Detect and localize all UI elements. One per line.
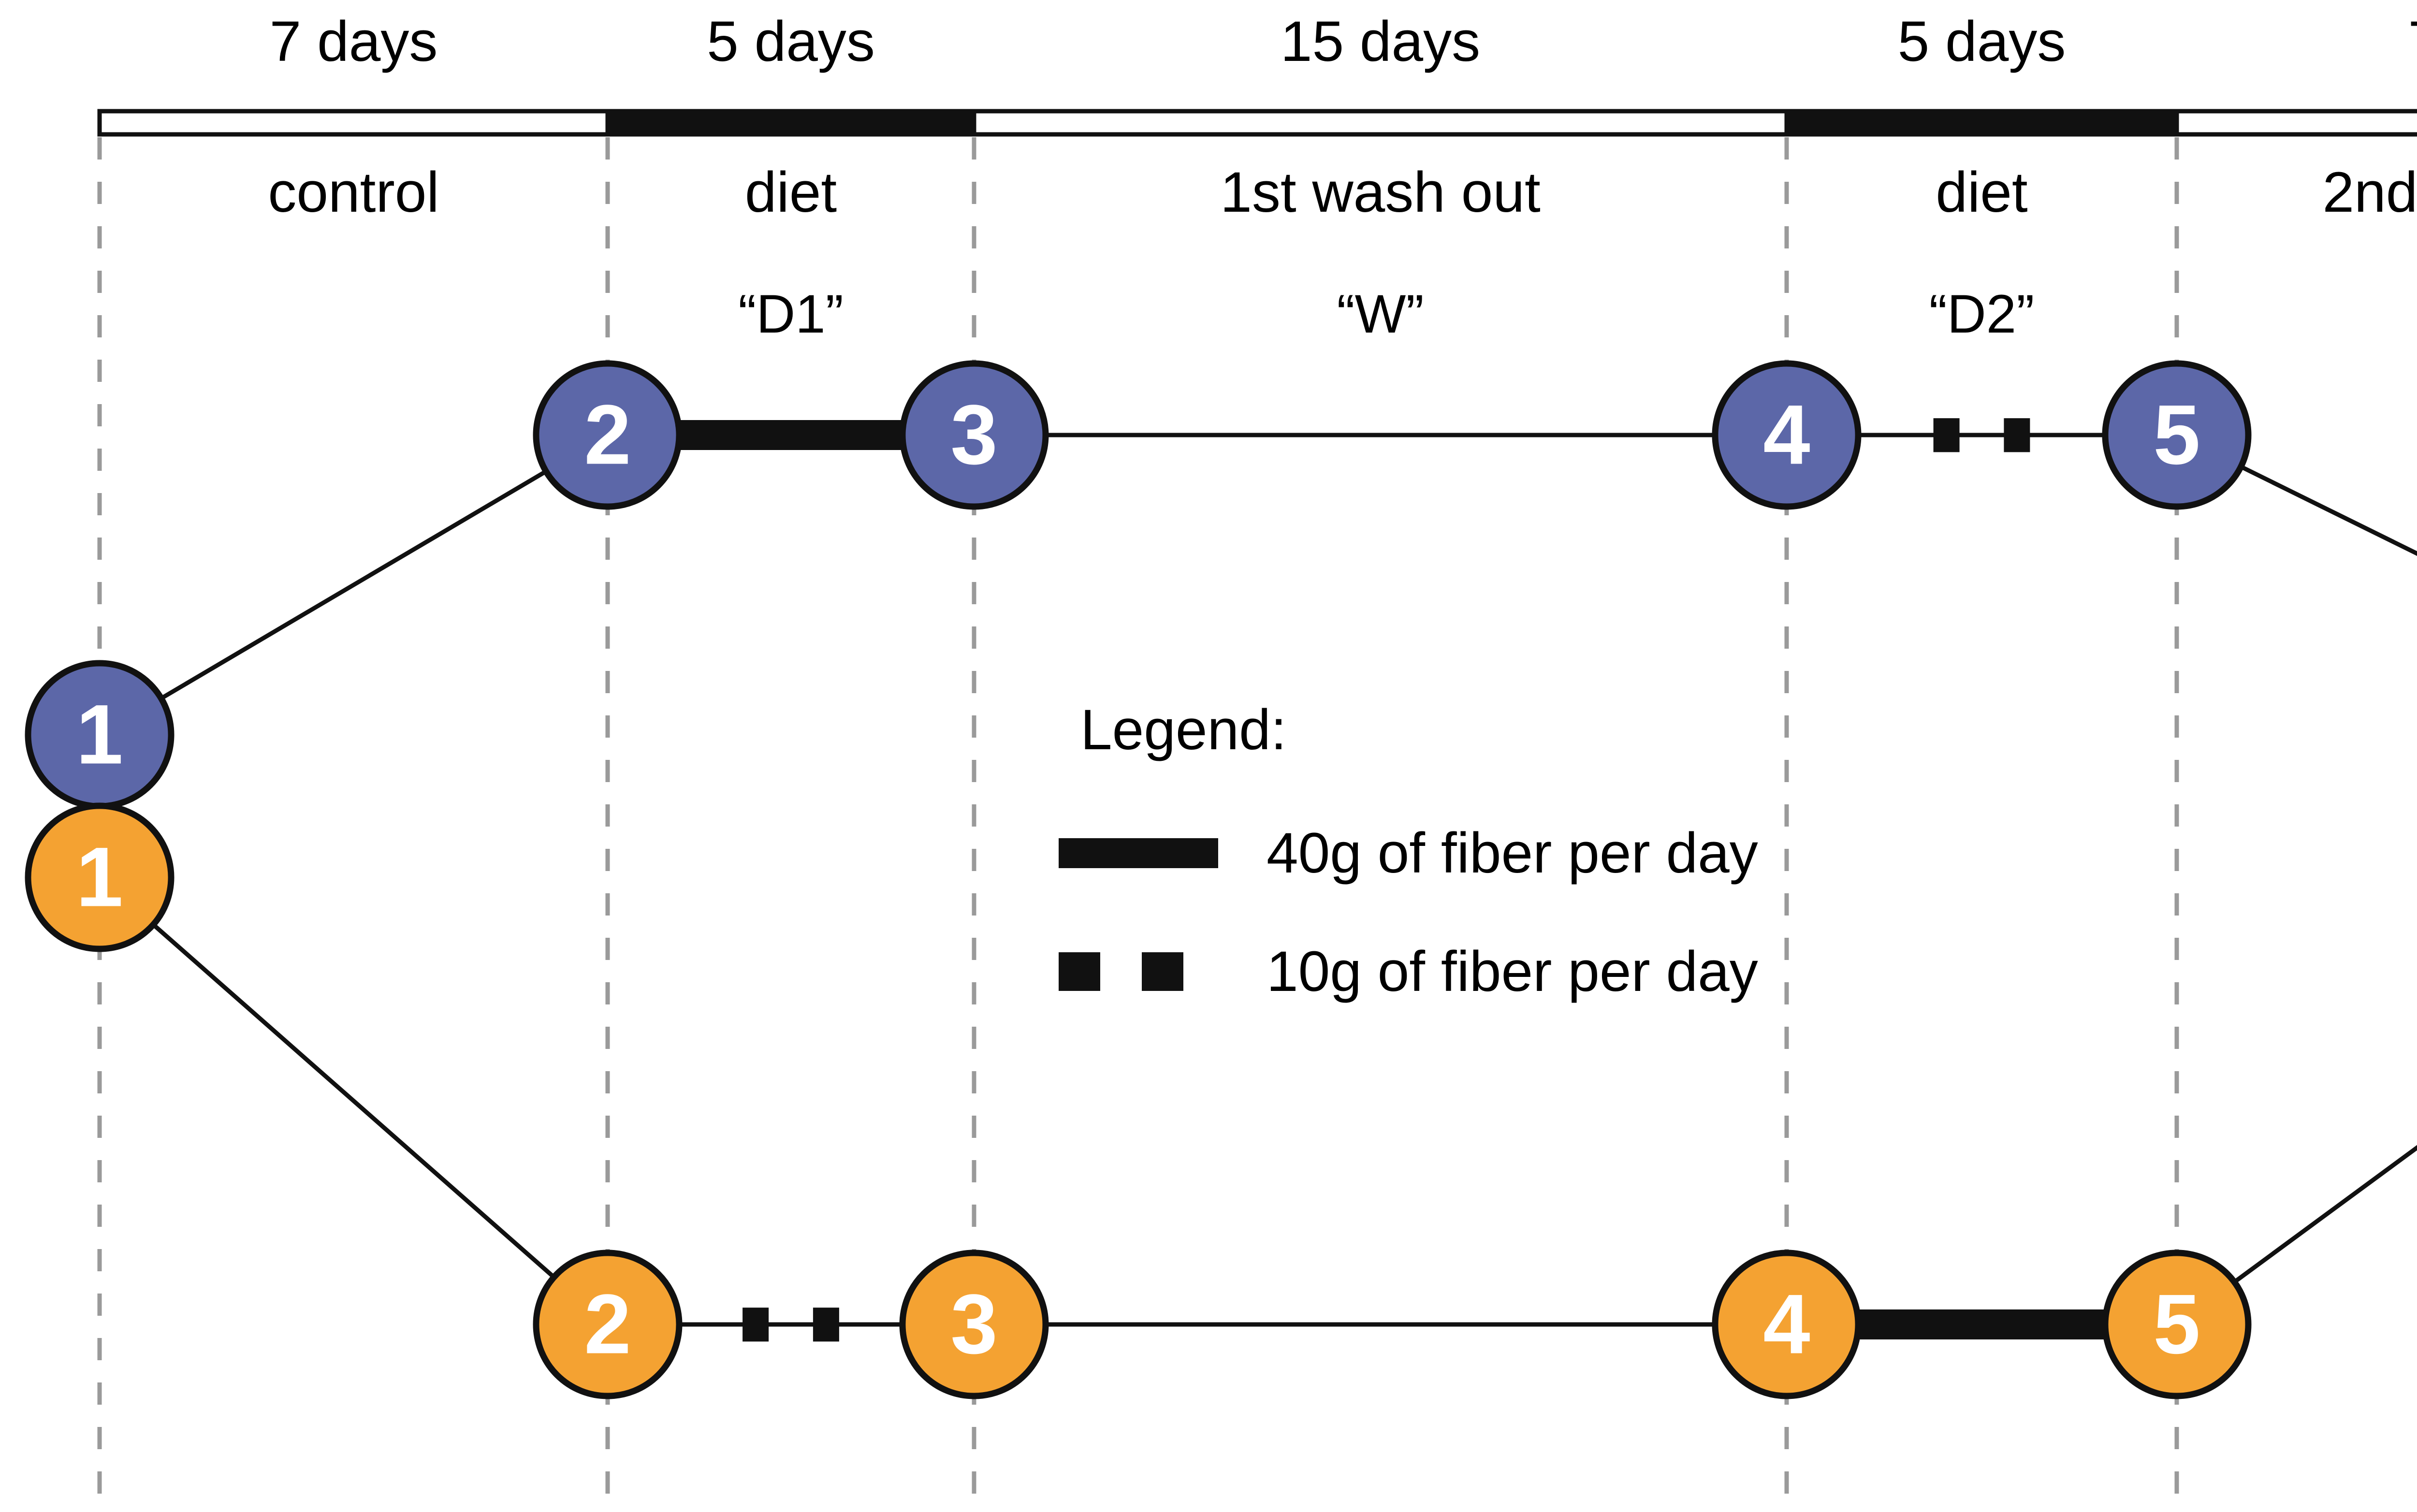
link-arm-low-first-1-2-thin bbox=[98, 875, 609, 1326]
legend-dash-square-right bbox=[1142, 952, 1183, 991]
phase-code-diet-1: “D1” bbox=[738, 284, 844, 344]
legend-swatch-dashed-squares bbox=[1059, 952, 1218, 991]
legend-title: Legend: bbox=[1080, 698, 1287, 762]
node-label: 1 bbox=[76, 830, 123, 925]
phase-code-diet-2: “D2” bbox=[1929, 284, 2035, 344]
link-arm-high-first-5-6-thin bbox=[2176, 433, 2417, 556]
node-label: 3 bbox=[950, 388, 997, 482]
phase-label-control: control bbox=[268, 160, 439, 224]
node-label: 5 bbox=[2153, 388, 2200, 482]
node-arm-high-first-2[interactable]: 2 bbox=[533, 360, 683, 510]
timepoint-node-group: 123456123456 bbox=[25, 360, 2252, 1399]
phase-label-washout-2: 2nd wash out bbox=[2322, 160, 2417, 224]
timeline-segment-washout-1 bbox=[972, 109, 1789, 137]
node-arm-low-first-1[interactable]: 1 bbox=[25, 802, 175, 952]
node-label: 3 bbox=[950, 1278, 997, 1372]
node-label: 5 bbox=[2153, 1278, 2200, 1372]
duration-label-washout-2: 7 days bbox=[2154, 9, 2417, 74]
phase-label-diet-1: diet bbox=[744, 160, 837, 224]
legend-dash-square-left bbox=[1059, 952, 1100, 991]
phase-code-washout-1: “W” bbox=[1337, 284, 1424, 344]
node-arm-low-first-5[interactable]: 5 bbox=[2102, 1250, 2252, 1399]
node-label: 4 bbox=[1763, 1278, 1810, 1372]
node-label: 1 bbox=[76, 688, 123, 782]
node-arm-low-first-4[interactable]: 4 bbox=[1712, 1250, 1862, 1399]
link-arm-high-first-1-2-thin bbox=[98, 433, 609, 737]
legend-label-0: 40g of fiber per day bbox=[1267, 821, 1758, 885]
node-arm-high-first-3[interactable]: 3 bbox=[899, 360, 1049, 510]
duration-label-diet-1: 5 days bbox=[707, 10, 875, 73]
node-label: 2 bbox=[584, 388, 631, 482]
timeline-segment-diet-2 bbox=[1784, 109, 2179, 137]
node-label: 4 bbox=[1763, 388, 1810, 482]
timeline-segment-diet-1 bbox=[605, 109, 976, 137]
duration-label-control: 7 days bbox=[269, 10, 438, 73]
node-arm-low-first-2[interactable]: 2 bbox=[533, 1250, 683, 1399]
node-arm-low-first-3[interactable]: 3 bbox=[899, 1250, 1049, 1399]
duration-label-washout-1: 15 days bbox=[1280, 10, 1481, 73]
phase-label-washout-1: 1st wash out bbox=[1220, 160, 1541, 224]
legend-swatch-solid-thick-bar bbox=[1059, 838, 1218, 868]
phase-label-diet-2: diet bbox=[1936, 160, 2028, 224]
duration-label-diet-2: 5 days bbox=[1897, 10, 2066, 73]
timeline-bar bbox=[97, 109, 2417, 137]
timeline-segment-washout-2 bbox=[2174, 109, 2417, 137]
timeline-segment-control bbox=[97, 109, 610, 137]
node-arm-high-first-4[interactable]: 4 bbox=[1712, 360, 1862, 510]
node-arm-high-first-1[interactable]: 1 bbox=[25, 660, 175, 810]
node-arm-high-first-5[interactable]: 5 bbox=[2102, 360, 2252, 510]
legend-label-1: 10g of fiber per day bbox=[1267, 940, 1758, 1003]
node-label: 2 bbox=[584, 1278, 631, 1372]
link-arm-low-first-5-6-thin bbox=[2175, 1145, 2417, 1326]
arm-link-group bbox=[98, 418, 2417, 1342]
